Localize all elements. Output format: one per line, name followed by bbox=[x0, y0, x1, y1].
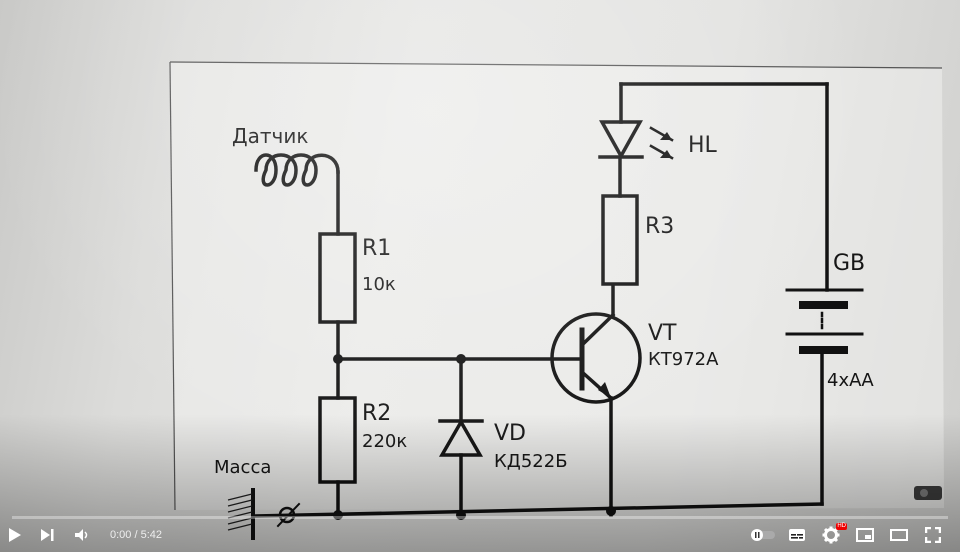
junction-dot bbox=[456, 354, 466, 364]
r1-name: R1 bbox=[362, 236, 391, 261]
vt-value: КТ972А bbox=[648, 349, 719, 370]
paper-edge-left bbox=[169, 61, 176, 511]
hd-badge: HD bbox=[836, 523, 847, 530]
r2-value: 220к bbox=[362, 431, 407, 452]
time-display: 0:00 / 5:42 bbox=[110, 529, 162, 541]
junction-dot bbox=[333, 510, 343, 520]
camera-glint-icon bbox=[914, 486, 942, 500]
volume-button[interactable] bbox=[68, 521, 96, 549]
ground-terminal-slash bbox=[276, 502, 301, 528]
vt-name: VT bbox=[648, 321, 677, 346]
fullscreen-icon bbox=[925, 527, 941, 543]
time-separator: / bbox=[131, 529, 141, 541]
play-icon bbox=[9, 528, 21, 542]
autoplay-toggle[interactable] bbox=[746, 521, 780, 549]
r3-name: R3 bbox=[645, 214, 674, 239]
ground-bus bbox=[253, 502, 824, 518]
junction-dot bbox=[456, 510, 466, 520]
play-button[interactable] bbox=[2, 521, 26, 549]
vd-value: КД522Б bbox=[494, 451, 568, 472]
settings-button[interactable]: HD bbox=[814, 521, 848, 549]
r2-name: R2 bbox=[362, 401, 391, 426]
ground-label: Масса bbox=[214, 457, 271, 478]
paper-sheet bbox=[170, 62, 944, 510]
led-ray-arrow bbox=[660, 132, 672, 140]
miniplayer-button[interactable] bbox=[848, 521, 882, 549]
transistor-emitter-arrow bbox=[598, 382, 611, 398]
volume-icon bbox=[75, 529, 88, 541]
time-current: 0:00 bbox=[110, 529, 132, 541]
next-button[interactable] bbox=[32, 521, 62, 549]
fullscreen-button[interactable] bbox=[916, 521, 950, 549]
vd-name: VD bbox=[494, 421, 526, 446]
gb-value: 4хАА bbox=[827, 370, 874, 391]
transistor-vt bbox=[550, 312, 642, 404]
theater-icon bbox=[890, 529, 908, 541]
theater-mode-button[interactable] bbox=[882, 521, 916, 549]
subtitles-icon bbox=[789, 529, 805, 541]
subtitles-button[interactable] bbox=[780, 521, 814, 549]
autoplay-toggle-icon bbox=[751, 529, 775, 541]
led-ray-arrow bbox=[660, 150, 672, 158]
gb-name: GB bbox=[833, 251, 865, 276]
settings-icon bbox=[822, 526, 840, 544]
miniplayer-icon bbox=[856, 528, 874, 542]
transistor-collector bbox=[579, 312, 616, 348]
junction-dot bbox=[606, 506, 616, 516]
ground-terminal bbox=[278, 506, 296, 524]
sensor-coil bbox=[254, 153, 340, 187]
progress-bar[interactable] bbox=[12, 516, 948, 519]
player-controls: 0:00 / 5:42 HD bbox=[0, 521, 960, 549]
ground-hatch bbox=[227, 493, 253, 531]
paper-edge bbox=[169, 61, 943, 69]
junction-dot bbox=[333, 354, 343, 364]
sensor-label: Датчик bbox=[232, 124, 308, 148]
time-total: 5:42 bbox=[140, 529, 163, 541]
hl-name: HL bbox=[688, 133, 718, 158]
next-icon bbox=[41, 529, 54, 541]
r1-value: 10к bbox=[362, 274, 396, 295]
